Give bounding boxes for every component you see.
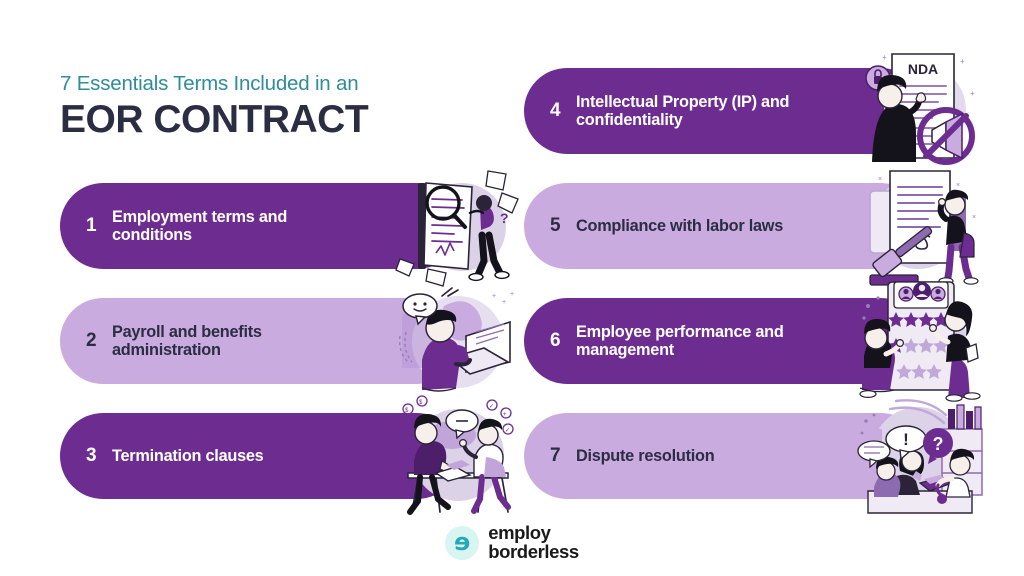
person-magnifying-glass-document-icon: ? bbox=[392, 165, 520, 287]
svg-text:+: + bbox=[502, 299, 506, 306]
logo-wordmark: employ borderless bbox=[488, 522, 579, 563]
svg-text:+: + bbox=[492, 293, 496, 300]
list-item[interactable]: 6 Employee performance and management bbox=[524, 281, 981, 402]
card-2-number: 2 bbox=[86, 330, 97, 351]
card-6-label: Employee performance and management bbox=[576, 322, 784, 359]
svg-text:✓: ✓ bbox=[505, 428, 510, 434]
card-5-label: Compliance with labor laws bbox=[576, 216, 784, 235]
card-4-number: 4 bbox=[550, 100, 561, 121]
person-laptop-payroll-icon: + + + bbox=[392, 280, 520, 402]
svg-text:✓: ✓ bbox=[489, 404, 494, 410]
list-item[interactable]: 7 Dispute resolution bbox=[524, 399, 983, 514]
svg-text:×: × bbox=[972, 214, 976, 221]
svg-text:?: ? bbox=[500, 210, 509, 226]
card-3-number: 3 bbox=[86, 445, 97, 466]
card-1-pill[interactable]: 1 Employment terms and conditions bbox=[60, 183, 460, 269]
card-6-pill[interactable]: 6 Employee performance and management bbox=[524, 298, 924, 384]
title-main: EOR CONTRACT bbox=[60, 98, 369, 142]
star-rating-board-people-icon bbox=[856, 280, 984, 402]
title-subtitle: 7 Essentials Terms Included in an bbox=[60, 72, 359, 95]
card-3-label: Termination clauses bbox=[112, 446, 264, 465]
card-7-label: Dispute resolution bbox=[576, 446, 715, 465]
list-item[interactable]: 1 Employment terms and conditions bbox=[60, 170, 519, 287]
list-item[interactable]: 5 Compliance with labor laws bbox=[524, 170, 979, 287]
card-2-label: Payroll and benefits administration bbox=[112, 322, 262, 359]
nda-document-lock-megaphone-icon: NDA bbox=[856, 50, 984, 172]
svg-text:+: + bbox=[970, 89, 975, 98]
svg-text:+: + bbox=[503, 412, 507, 418]
page-title: 7 Essentials Terms Included in an EOR CO… bbox=[60, 72, 490, 142]
card-7-pill[interactable]: 7 Dispute resolution bbox=[524, 413, 924, 499]
logo-word-borderless: borderless bbox=[488, 541, 579, 563]
card-6-number: 6 bbox=[550, 330, 561, 351]
svg-text:?: ? bbox=[933, 434, 944, 454]
left-column: 1 Employment terms and conditions bbox=[60, 170, 519, 515]
card-5-number: 5 bbox=[550, 215, 561, 236]
list-item[interactable]: 3 Termination clauses bbox=[60, 395, 514, 515]
lawyer-gavel-document-icon: × × × bbox=[856, 165, 984, 287]
right-column: 4 Intellectual Property (IP) and confide… bbox=[524, 53, 983, 514]
svg-text:$: $ bbox=[405, 408, 409, 414]
list-item[interactable]: 4 Intellectual Property (IP) and confide… bbox=[524, 53, 976, 165]
card-2-pill[interactable]: 2 Payroll and benefits administration bbox=[60, 298, 460, 384]
svg-text:+: + bbox=[510, 291, 514, 298]
svg-text:×: × bbox=[878, 176, 882, 183]
card-7-number: 7 bbox=[550, 445, 561, 466]
svg-text:$: $ bbox=[419, 400, 423, 406]
footer-logo: e employ borderless bbox=[0, 522, 1024, 563]
svg-text:+: + bbox=[882, 53, 887, 62]
list-item[interactable]: 2 Payroll and benefits administration bbox=[60, 287, 514, 392]
card-3-pill[interactable]: 3 Termination clauses bbox=[60, 413, 460, 499]
card-1-number: 1 bbox=[86, 215, 97, 236]
e-logo-icon: e bbox=[445, 526, 480, 561]
card-1-label: Employment terms and conditions bbox=[112, 207, 288, 244]
card-4-label: Intellectual Property (IP) and confident… bbox=[576, 92, 790, 129]
mediation-speech-bubbles-icon: ! ? bbox=[856, 395, 984, 517]
svg-text:!: ! bbox=[903, 430, 909, 449]
svg-text:×: × bbox=[956, 182, 960, 189]
svg-text:+: + bbox=[960, 57, 965, 66]
card-5-pill[interactable]: 5 Compliance with labor laws bbox=[524, 183, 924, 269]
card-4-pill[interactable]: 4 Intellectual Property (IP) and confide… bbox=[524, 68, 924, 154]
logo-word-employ: employ bbox=[488, 522, 551, 544]
two-people-meeting-table-icon: $ $ ✓ + ✓ bbox=[392, 395, 520, 517]
nda-label: NDA bbox=[908, 61, 938, 77]
